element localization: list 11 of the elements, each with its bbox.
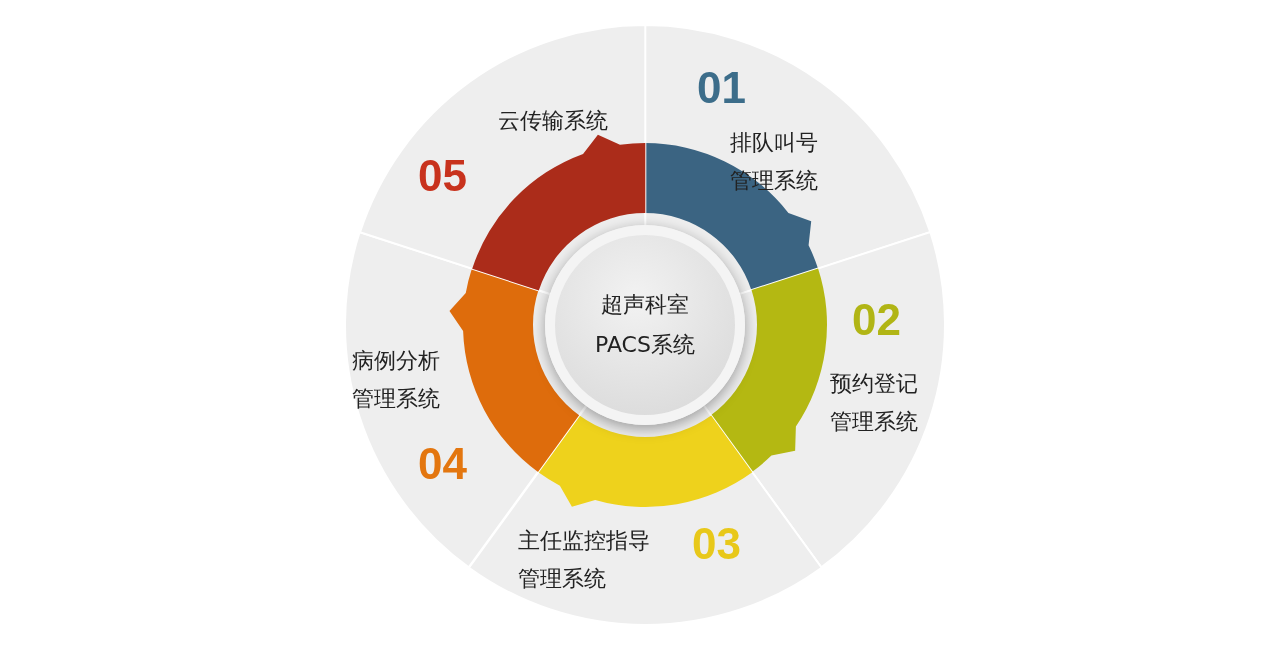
system-label: 预约登记管理系统	[830, 370, 919, 436]
step-number: 04	[418, 440, 467, 488]
system-label: 排队叫号管理系统	[730, 129, 819, 195]
system-label: 主任监控指导管理系统	[518, 527, 651, 593]
step-number: 03	[692, 520, 741, 568]
step-number: 02	[852, 296, 901, 344]
center-label: 超声科室 PACS系统	[594, 291, 696, 359]
step-number: 01	[697, 64, 746, 112]
system-label: 云传输系统	[498, 107, 609, 135]
step-number: 05	[418, 152, 467, 200]
system-label: 病例分析管理系统	[352, 347, 441, 413]
